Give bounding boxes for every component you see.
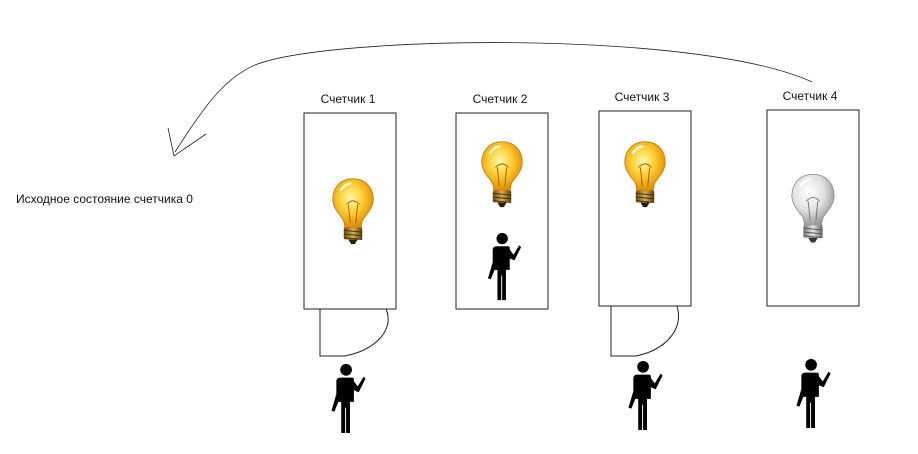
counter-3-box [598, 110, 692, 307]
counter-2-label: Счетчик 2 [473, 92, 528, 106]
counter-3-label: Счетчик 3 [615, 90, 670, 104]
person-waving-icon [331, 363, 366, 434]
person-waving-icon [796, 358, 831, 429]
counter-2: Счетчик 2 [455, 92, 549, 310]
door-open-icon [610, 305, 679, 357]
counter-3: Счетчик 3 [598, 90, 692, 431]
counter-2-box [455, 112, 549, 310]
person-waving-icon [628, 360, 663, 431]
curved-arrow-icon [167, 42, 813, 157]
initial-state-label: Исходное состояние счетчика 0 [16, 192, 193, 206]
counter-1: Счетчик 1 [303, 92, 397, 434]
counter-4: Счетчик 4 [766, 89, 860, 429]
door-open-icon [319, 308, 389, 357]
counter-1-label: Счетчик 1 [321, 92, 376, 106]
counter-4-label: Счетчик 4 [783, 89, 838, 103]
